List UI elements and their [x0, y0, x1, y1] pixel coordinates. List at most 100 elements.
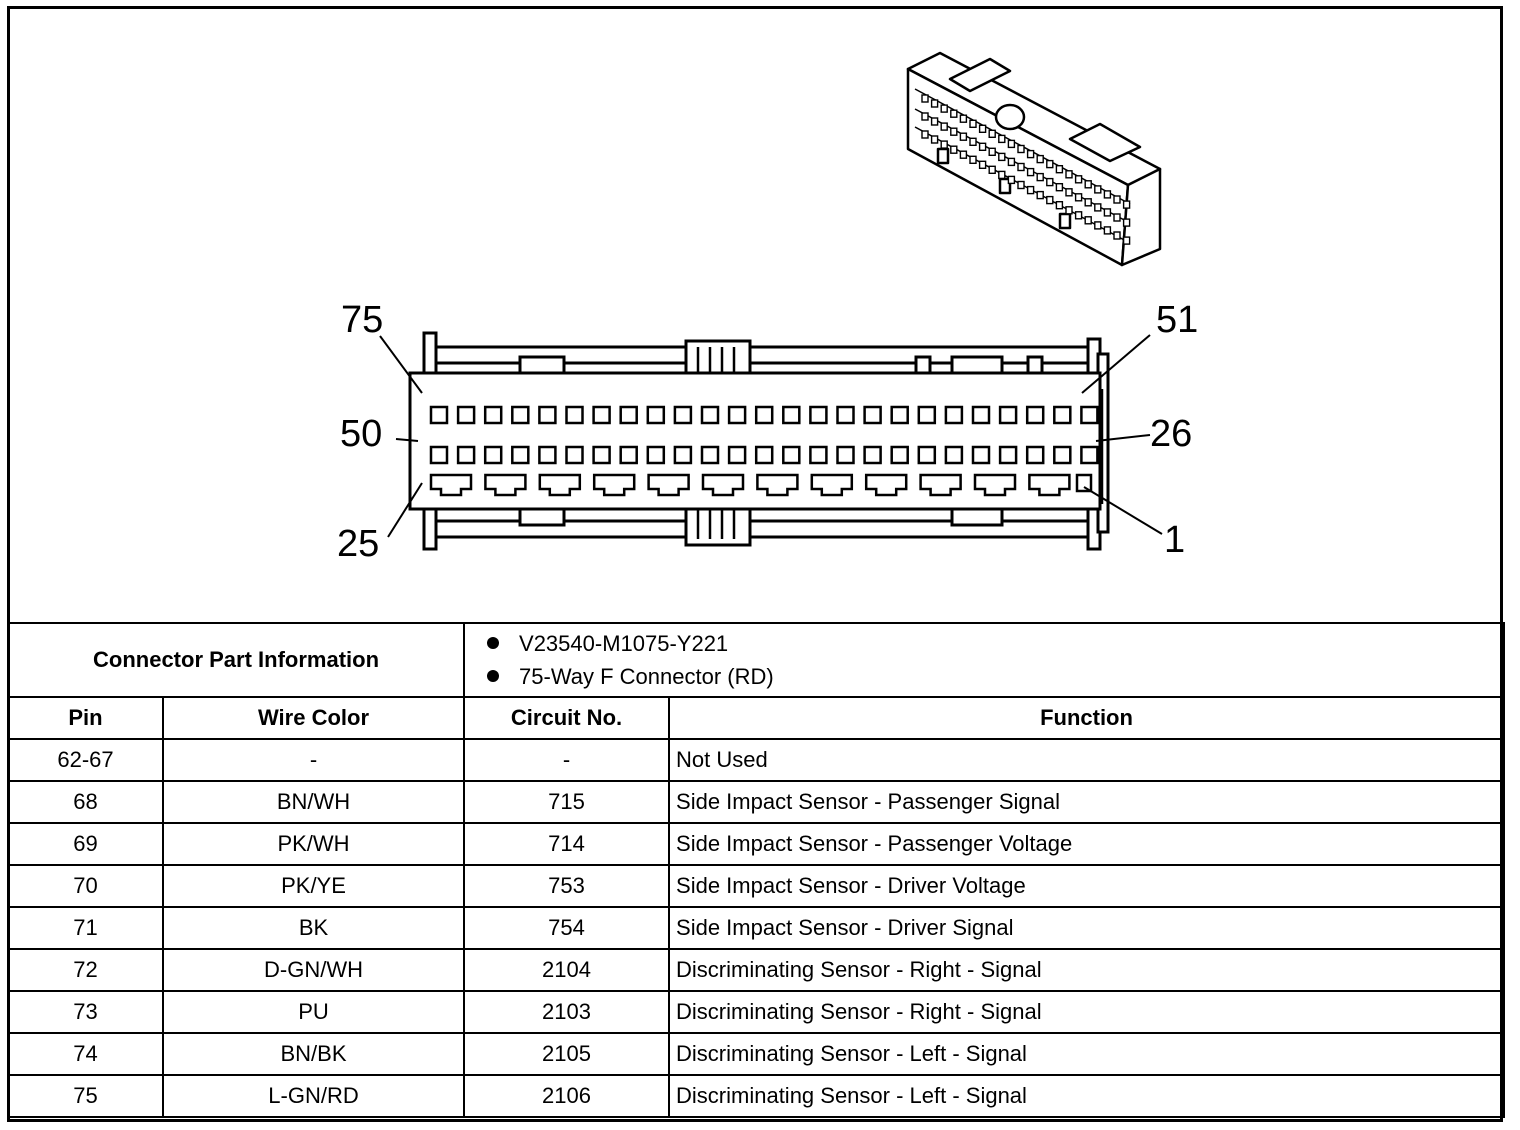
cell-function: Side Impact Sensor - Passenger Signal: [668, 780, 1505, 824]
pin-cavity-top: [971, 405, 991, 425]
iso-pin-cavity: [959, 132, 968, 141]
pin-label-1: 1: [1164, 519, 1186, 561]
iso-pin-cavity: [930, 117, 939, 126]
connector-description-text: 75-Way F Connector (RD): [519, 664, 774, 689]
pin-cavity-bottom: [973, 473, 1017, 497]
iso-pin-cavity: [921, 94, 929, 103]
iso-pin-cavity: [1046, 159, 1054, 169]
iso-pin-cavity: [950, 109, 958, 118]
iso-pin-cavity: [1026, 167, 1035, 177]
pin-cavity-top: [456, 405, 476, 425]
cell-pin: 62-67: [7, 738, 164, 782]
connector-face-view: [379, 331, 1163, 551]
pin-cavity-middle: [456, 445, 476, 465]
cell-function: Discriminating Sensor - Left - Signal: [668, 1032, 1505, 1076]
pin-cavity-middle: [429, 445, 449, 465]
pin-cavity-middle: [673, 445, 693, 465]
pin-cavity-middle: [1080, 445, 1099, 465]
iso-pin-cavity: [1026, 149, 1035, 159]
iso-pin-cavity: [988, 129, 996, 139]
header-pin: Pin: [7, 696, 164, 740]
iso-pin-cavity: [1122, 218, 1131, 227]
iso-pin-cavity: [1084, 198, 1092, 207]
iso-pin-cavity: [1017, 180, 1025, 190]
iso-pin-cavity: [940, 104, 948, 113]
cell-circuit-no: 714: [463, 822, 671, 866]
iso-pin-cavity: [1094, 221, 1102, 230]
pin-cavity-top: [592, 405, 611, 425]
iso-pin-cavity: [988, 147, 996, 157]
pin-label-51: 51: [1156, 299, 1199, 341]
cell-pin: 73: [7, 990, 164, 1034]
pin-cavity-top: [619, 405, 638, 425]
iso-pin-cavity: [1103, 226, 1112, 235]
iso-pin-cavity: [1084, 216, 1092, 225]
iso-pin-cavity: [1007, 175, 1016, 185]
pin-cavity-bottom: [756, 473, 799, 497]
pin-cavity-bottom: [864, 473, 908, 497]
iso-pin-cavity: [1055, 182, 1064, 192]
iso-pin-cavity: [1084, 180, 1092, 189]
iso-pin-cavity: [950, 145, 958, 154]
iso-pin-cavity: [1113, 195, 1121, 204]
iso-pin-cavity: [1065, 188, 1073, 197]
iso-pin-cavity: [969, 119, 977, 129]
iso-pin-cavity: [1094, 185, 1102, 194]
pin-cavity-bottom: [1028, 473, 1071, 497]
cell-pin: 68: [7, 780, 164, 824]
iso-pin-cavity: [969, 137, 977, 147]
iso-pin-cavity: [921, 112, 929, 121]
iso-pin-cavity: [1026, 185, 1035, 195]
connector-part-number-text: V23540-M1075-Y221: [519, 631, 729, 656]
cell-circuit-no: 2104: [463, 948, 671, 992]
iso-pin-cavity: [930, 99, 939, 108]
pin-cavity-bottom: [429, 473, 473, 497]
cell-pin: 71: [7, 906, 164, 950]
iso-pin-cavity: [1007, 157, 1016, 167]
pin-cavity-middle: [809, 445, 828, 465]
iso-pin-cavity: [1046, 195, 1054, 205]
cell-wire-color: PU: [161, 990, 466, 1034]
iso-pin-cavity: [998, 170, 1006, 180]
bullet-icon: [487, 637, 500, 649]
iso-pin-cavity: [950, 127, 958, 136]
pin-cavity-middle: [646, 445, 666, 465]
cell-pin: 70: [7, 864, 164, 908]
pin-cavity-middle: [727, 445, 747, 465]
pin-cavity-middle: [619, 445, 638, 465]
pin-cavity-middle: [483, 445, 503, 465]
iso-pin-cavity: [1055, 200, 1064, 210]
iso-pin-cavity: [1046, 177, 1054, 187]
iso-pin-cavity: [1113, 231, 1121, 240]
iso-pin-cavity: [969, 155, 977, 165]
cell-circuit-no: 754: [463, 906, 671, 950]
iso-pin-cavity: [1007, 139, 1016, 149]
pin-cavity-middle: [944, 445, 964, 465]
iso-pin-cavity: [978, 160, 987, 170]
connector-diagram: 75 51 50 26 25 1: [10, 9, 1503, 621]
pin-cavity-middle: [592, 445, 611, 465]
pin-cavity-top: [998, 405, 1018, 425]
cell-pin: 72: [7, 948, 164, 992]
pin-cavity-middle: [565, 445, 584, 465]
pin-cavity-middle: [836, 445, 855, 465]
iso-pin-cavity: [1065, 170, 1073, 179]
pin-cavity-top: [538, 405, 557, 425]
cell-wire-color: D-GN/WH: [161, 948, 466, 992]
pin-cavity-middle: [890, 445, 909, 465]
cell-circuit-no: 2105: [463, 1032, 671, 1076]
pin-cavity-middle: [538, 445, 557, 465]
iso-pin-cavity: [988, 165, 996, 175]
cell-wire-color: BK: [161, 906, 466, 950]
iso-pin-cavity: [1036, 190, 1044, 200]
header-wire-color: Wire Color: [161, 696, 466, 740]
cell-wire-color: -: [161, 738, 466, 782]
iso-pin-cavity: [959, 150, 968, 159]
pin-cavity-middle: [511, 445, 530, 465]
pin-label-75: 75: [341, 299, 384, 341]
iso-pin-cavity: [1065, 206, 1073, 215]
pin-cavity-top: [483, 405, 503, 425]
pin-cavity-middle: [998, 445, 1018, 465]
